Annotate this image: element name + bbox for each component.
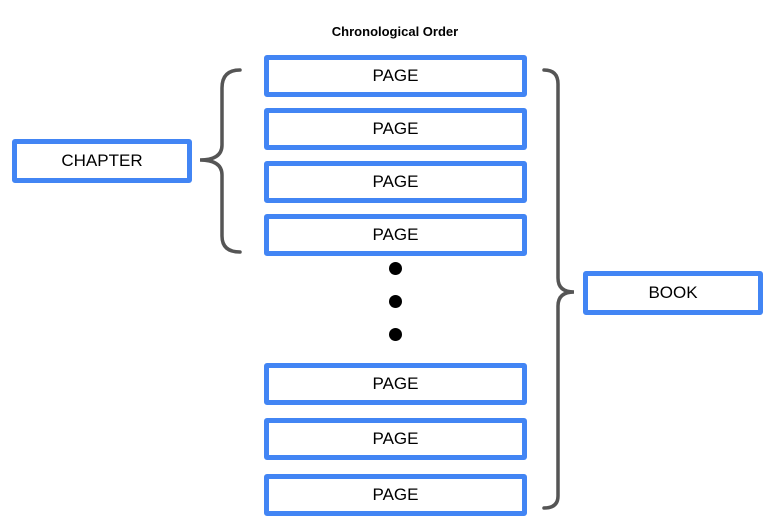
chapter-box: CHAPTER [12, 139, 192, 183]
page-box: PAGE [264, 161, 527, 203]
page-box: PAGE [264, 363, 527, 405]
ellipsis-dot [389, 295, 402, 308]
book-box: BOOK [583, 271, 763, 315]
diagram-title: Chronological Order [331, 24, 459, 39]
ellipsis-dot [389, 328, 402, 341]
book-bracket [542, 68, 575, 510]
page-box: PAGE [264, 418, 527, 460]
chapter-bracket [199, 68, 242, 254]
ellipsis-dot [389, 262, 402, 275]
page-box: PAGE [264, 108, 527, 150]
page-box: PAGE [264, 55, 527, 97]
page-box: PAGE [264, 474, 527, 516]
page-box: PAGE [264, 214, 527, 256]
